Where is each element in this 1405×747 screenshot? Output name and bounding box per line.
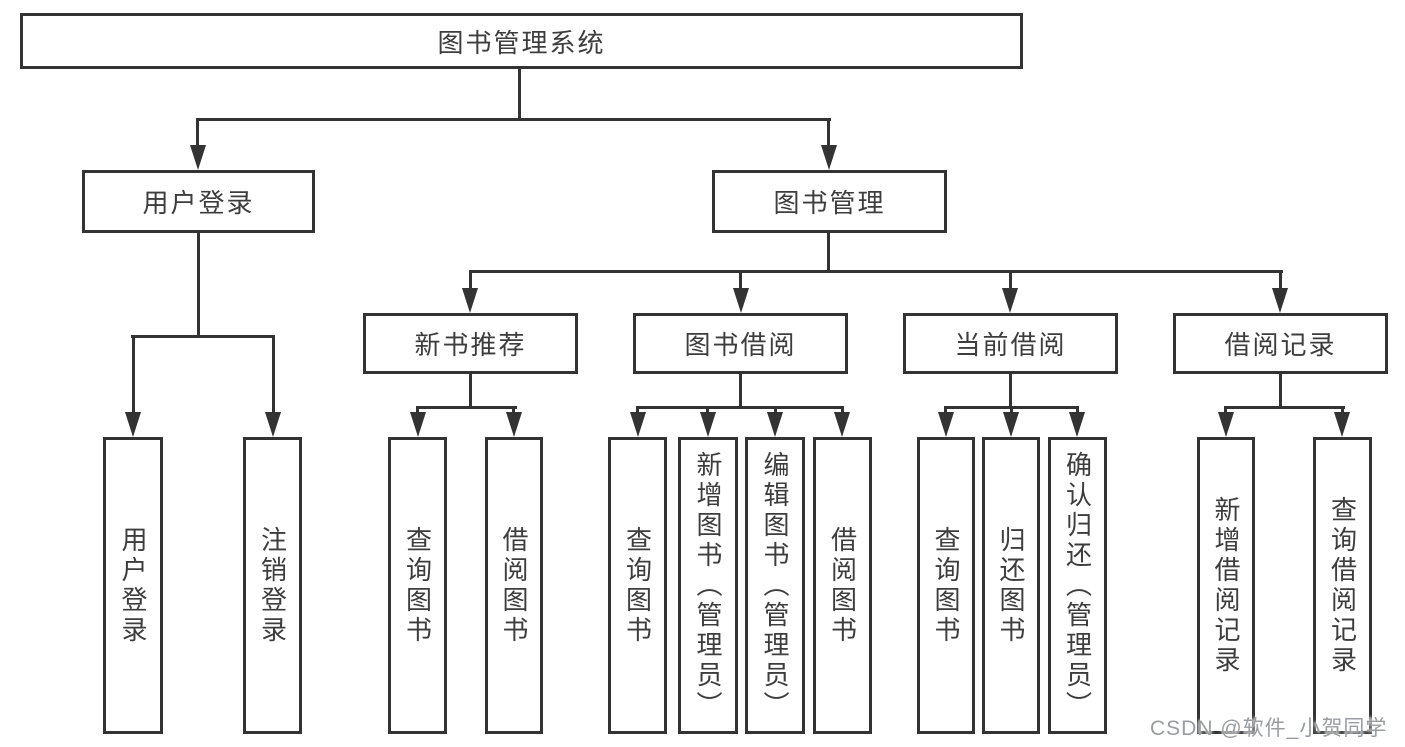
- arrowhead-down-icon: [1002, 288, 1018, 313]
- connector-newbook-bar: [416, 406, 517, 409]
- leaf-return-book: 归还图书: [982, 437, 1040, 734]
- connector-newbook-drop: [512, 406, 515, 414]
- node-user-login: 用户登录: [82, 170, 315, 233]
- connector-newbook-drop: [416, 406, 419, 414]
- node-current-borrowing: 当前借阅: [903, 313, 1118, 374]
- node-new-book-recommend: 新书推荐: [363, 313, 578, 374]
- node-label: 图书借阅: [684, 330, 797, 360]
- node-label: 图书管理系统: [437, 27, 606, 58]
- connector-root-drop: [196, 118, 199, 147]
- node-label: 借阅图书: [499, 525, 529, 646]
- arrowhead-down-icon: [1272, 288, 1288, 313]
- node-label: 借阅图书: [827, 525, 858, 646]
- connector-userlogin-stem: [197, 233, 200, 337]
- connector-borrow-drop: [636, 406, 639, 414]
- connector-bookmgmt-drop: [1279, 270, 1282, 290]
- node-label: 当前借阅: [954, 330, 1067, 360]
- connector-bookmgmt-stem: [827, 233, 830, 272]
- arrowhead-down-icon: [733, 288, 749, 313]
- node-borrowing-records: 借阅记录: [1173, 313, 1388, 374]
- connector-borrow-drop: [774, 406, 777, 414]
- connector-bookmgmt-bar: [469, 270, 1283, 273]
- connector-borrow-stem: [739, 373, 742, 409]
- node-label: 查询图书: [931, 525, 961, 646]
- leaf-borrow-books: 借阅图书: [813, 437, 872, 734]
- connector-current-stem: [1009, 373, 1012, 409]
- leaf-query-books-current: 查询图书: [917, 437, 975, 734]
- connector-bookmgmt-drop: [469, 270, 472, 290]
- node-label: 查询借阅记录: [1327, 495, 1358, 676]
- connector-newbook-stem: [469, 373, 472, 409]
- connector-root-drop: [827, 118, 830, 147]
- node-label: 归还图书: [996, 525, 1026, 646]
- connector-records-drop: [1341, 406, 1344, 414]
- node-library-management-system: 图书管理系统: [20, 13, 1023, 69]
- node-label: 用户登录: [118, 525, 148, 646]
- node-label: 新增借阅记录: [1211, 495, 1241, 676]
- node-book-management: 图书管理: [712, 170, 947, 233]
- arrowhead-down-icon: [834, 412, 850, 437]
- node-label: 注销登录: [257, 525, 288, 646]
- node-label: 图书管理: [773, 188, 886, 218]
- arrowhead-down-icon: [265, 412, 281, 437]
- arrowhead-down-icon: [1069, 412, 1085, 437]
- arrowhead-down-icon: [630, 412, 646, 437]
- leaf-confirm-return-admin: 确认归还（管理员）: [1048, 437, 1107, 734]
- arrowhead-down-icon: [767, 412, 783, 437]
- connector-current-drop: [1076, 406, 1079, 414]
- arrowhead-down-icon: [821, 145, 837, 170]
- leaf-logout: 注销登录: [243, 437, 302, 734]
- arrowhead-down-icon: [125, 412, 141, 437]
- connector-userlogin-drop: [272, 335, 275, 414]
- node-label: 确认归还（管理员）: [1062, 450, 1093, 721]
- connector-root-stem: [518, 69, 521, 121]
- arrowhead-down-icon: [506, 412, 522, 437]
- arrowhead-down-icon: [1003, 412, 1019, 437]
- connector-bookmgmt-drop: [1009, 270, 1012, 290]
- connector-bookmgmt-drop: [739, 270, 742, 290]
- connector-borrow-drop: [841, 406, 844, 414]
- connector-records-bar: [1224, 406, 1345, 409]
- connector-records-drop: [1224, 406, 1227, 414]
- leaf-edit-book-admin: 编辑图书（管理员）: [745, 437, 805, 734]
- arrowhead-down-icon: [1218, 412, 1234, 437]
- node-book-borrowing: 图书借阅: [633, 313, 848, 374]
- leaf-add-book-admin: 新增图书（管理员）: [678, 437, 738, 734]
- leaf-add-borrow-record: 新增借阅记录: [1197, 437, 1255, 734]
- connector-root-bar: [196, 118, 831, 121]
- leaf-query-books-borrowing: 查询图书: [608, 437, 667, 734]
- arrowhead-down-icon: [1334, 412, 1350, 437]
- csdn-watermark: CSDN @软件_小贺同学: [1150, 717, 1388, 740]
- leaf-query-borrow-record: 查询借阅记录: [1313, 437, 1372, 734]
- node-label: 新书推荐: [414, 330, 527, 360]
- node-label: 借阅记录: [1224, 330, 1337, 360]
- node-label: 用户登录: [142, 188, 255, 218]
- arrowhead-down-icon: [410, 412, 426, 437]
- arrowhead-down-icon: [190, 145, 206, 170]
- connector-userlogin-drop: [132, 335, 135, 414]
- leaf-borrow-books-recommend: 借阅图书: [485, 437, 543, 734]
- leaf-query-books-recommend: 查询图书: [388, 437, 447, 734]
- leaf-user-login: 用户登录: [103, 437, 163, 734]
- connector-current-drop: [944, 406, 947, 414]
- node-label: 新增图书（管理员）: [693, 450, 723, 721]
- arrowhead-down-icon: [700, 412, 716, 437]
- arrowhead-down-icon: [462, 288, 478, 313]
- connector-current-drop: [1010, 406, 1013, 414]
- node-label: 查询图书: [402, 525, 433, 646]
- connector-borrow-bar: [636, 406, 844, 409]
- node-label: 编辑图书（管理员）: [760, 450, 790, 721]
- connector-userlogin-bar: [131, 335, 275, 338]
- arrowhead-down-icon: [938, 412, 954, 437]
- connector-borrow-drop: [706, 406, 709, 414]
- connector-records-stem: [1279, 373, 1282, 409]
- node-label: 查询图书: [622, 525, 653, 646]
